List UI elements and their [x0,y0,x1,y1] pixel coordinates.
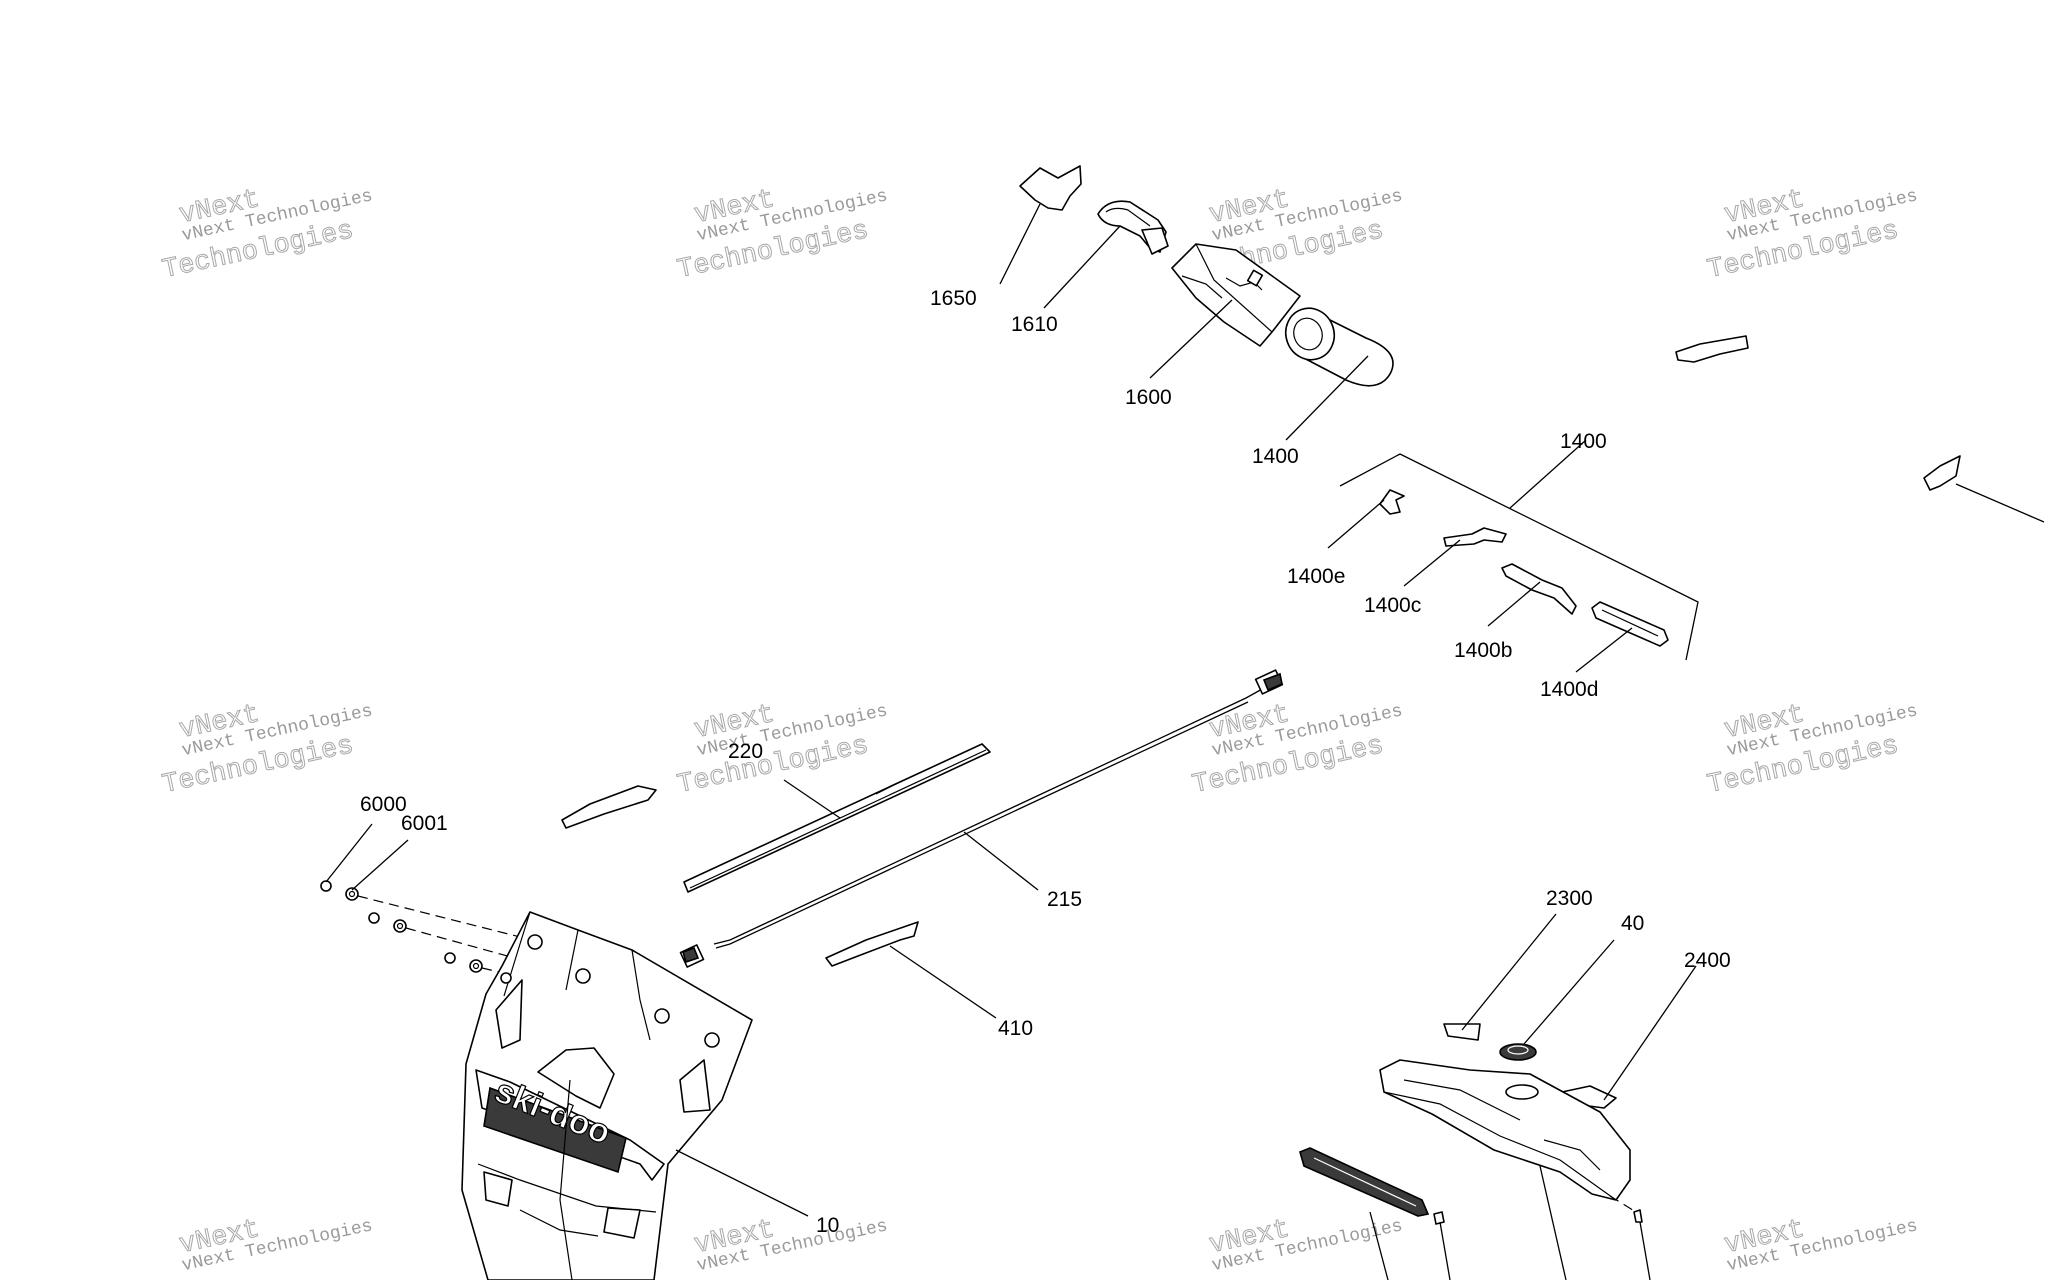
watermark: vNext vNext Technologies [691,1215,889,1277]
decal-410 [825,921,919,967]
callout-1650: 1650 [930,287,977,310]
part-1400b-arm [1501,563,1577,615]
part-console-cover [1379,1059,1631,1201]
leader-lines [325,203,1697,1280]
callout-215: 215 [1047,888,1082,911]
part-grille [1299,1147,1430,1217]
part-220-strip [683,743,991,893]
callout-220: 220 [728,740,763,763]
watermark: vNext vNext Technologies Technologies [1704,185,1919,287]
callout-1400c: 1400c [1364,594,1421,617]
callout-1400-kit: 1400 [1560,430,1607,453]
watermark: vNext vNext Technologies Technologies [159,700,374,802]
watermark: vNext vNext Technologies Technologies [674,700,889,802]
callout-1400e: 1400e [1287,565,1345,588]
decal-left-mid [561,785,657,829]
leader-right-edge [1955,483,2045,523]
decal-right-top [1675,335,1749,363]
callout-1400b: 1400b [1454,639,1512,662]
watermark: vNext vNext Technologies Technologies [1189,700,1404,802]
callout-1610: 1610 [1011,313,1058,336]
callout-410: 410 [998,1017,1033,1040]
watermark: vNext vNext Technologies Technologies [159,185,374,287]
callout-labels: 1650 1610 1600 1400 1400 1400e 1400c 140… [360,287,1731,1237]
callout-10: 10 [816,1214,839,1237]
watermark: vNext vNext Technologies [1206,1215,1404,1277]
part-1400-cylinder [1284,307,1394,387]
assembly-1400-bracket [1339,453,1699,661]
watermark: vNext vNext Technologies Technologies [674,185,889,287]
part-40-emblem [1499,1043,1537,1061]
callout-1400d: 1400d [1540,678,1598,701]
callout-6001: 6001 [401,812,448,835]
part-215-harness [679,669,1284,968]
part-1400d-strip [1591,601,1669,647]
part-1600-housing [1171,243,1301,347]
watermark: vNext vNext Technologies Technologies [1704,700,1919,802]
fastener [1633,1209,1643,1223]
callout-40: 40 [1621,912,1644,935]
part-10-hood: ski-doo [461,911,753,1280]
decal-right-edge [1923,455,1961,491]
callout-1600: 1600 [1125,386,1172,409]
callout-1400: 1400 [1252,445,1299,468]
part-1400e-clip [1379,489,1405,515]
callout-2300: 2300 [1546,887,1593,910]
watermark: vNext vNext Technologies [1721,1215,1919,1277]
fastener [1433,1211,1445,1225]
callout-2400: 2400 [1684,949,1731,972]
part-1400c-bracket [1443,527,1507,547]
part-1610-clip [1097,200,1169,255]
leader-fastener [1609,1195,1637,1213]
part-1650-decal [1019,165,1082,211]
callout-6000: 6000 [360,793,407,816]
watermark: vNext vNext Technologies [176,1215,374,1277]
part-2300-decal [1443,1023,1481,1041]
